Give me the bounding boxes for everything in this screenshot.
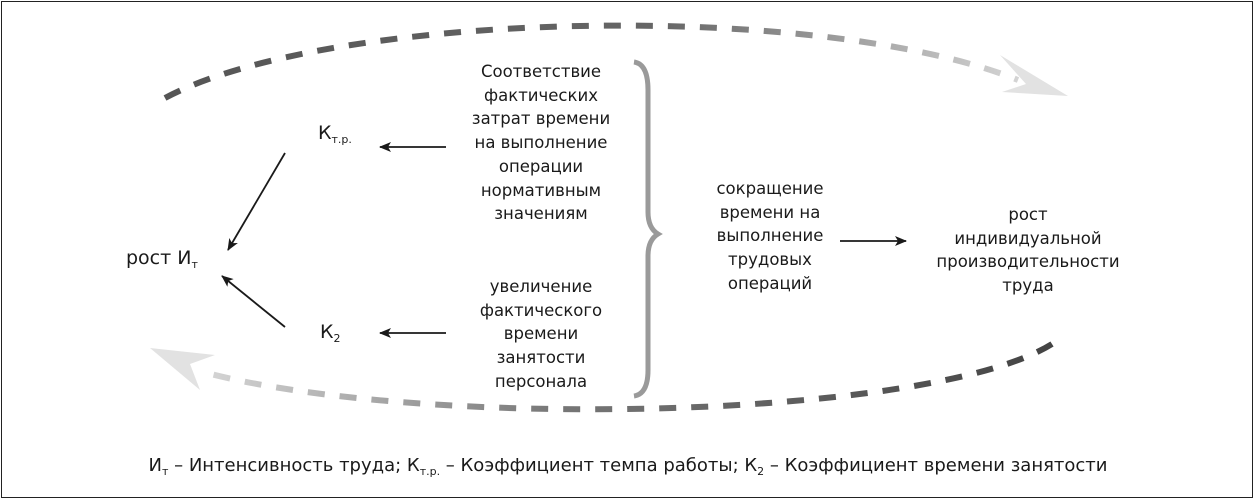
line: выполнение [716,226,824,246]
legend-ktr-sub: т.р. [419,465,441,478]
growth-text: рост И [126,247,192,269]
line: фактического [479,300,603,320]
legend-ktr-text: – Коэффициент темпа работы; [440,455,745,476]
line: времени на [719,202,821,222]
arrow-ktr-to-growth [227,152,286,251]
line: на выполнение [474,133,608,153]
upper-text-block: Соответствие фактических затрат времени … [472,60,610,226]
top-dashed-arc [163,22,1020,101]
line: занятости [496,348,586,368]
growth-intensity-label: рост Ит [126,247,198,271]
legend-i-text: – Интенсивность труда; [168,455,407,476]
lower-text-block: увеличение фактического времени занятост… [480,275,602,394]
legend-i-symbol: И [148,455,162,476]
line: значениям [494,204,588,224]
line: нормативным [480,180,602,200]
line: увеличение [489,277,593,296]
line: времени [503,324,579,344]
line: операции [498,156,584,176]
bottom-dashed-arc [202,341,1054,413]
line: индивидуальной [954,228,1102,248]
line: труда [1002,276,1054,296]
line: трудовых [728,250,812,270]
line: фактических [484,85,598,105]
arrow-k2-to-growth [221,275,286,328]
line: сокращение [716,179,824,198]
line: Соответствие [480,62,602,81]
legend-ktr-symbol: К [406,455,420,476]
curly-brace [633,59,663,399]
right-text-block: рост индивидуальной производительности т… [936,203,1119,298]
k-tr-label: Кт.р. [318,122,352,146]
line: рост [1008,205,1048,224]
k2-text: К [320,321,334,343]
legend: Ит – Интенсивность труда; Кт.р. – Коэффи… [0,455,1256,478]
k-tr-text: К [318,122,332,144]
middle-text-block: сокращение времени на выполнение трудовы… [716,177,823,296]
line: затрат времени [471,109,611,129]
legend-k2-text: – Коэффициент времени занятости [764,455,1108,476]
top-arrowhead-icon [1000,55,1068,96]
growth-sub: т [191,258,198,271]
legend-i-sub: т [161,465,169,478]
legend-k2-symbol: К [744,455,758,476]
line: персонала [494,371,588,391]
k2-sub: 2 [333,332,341,345]
line: производительности [936,252,1120,272]
k2-label: К2 [320,321,341,345]
line: операций [727,273,813,293]
k-tr-sub: т.р. [331,133,352,146]
legend-k2-sub: 2 [757,465,765,478]
bottom-arrowhead-icon [150,348,215,390]
